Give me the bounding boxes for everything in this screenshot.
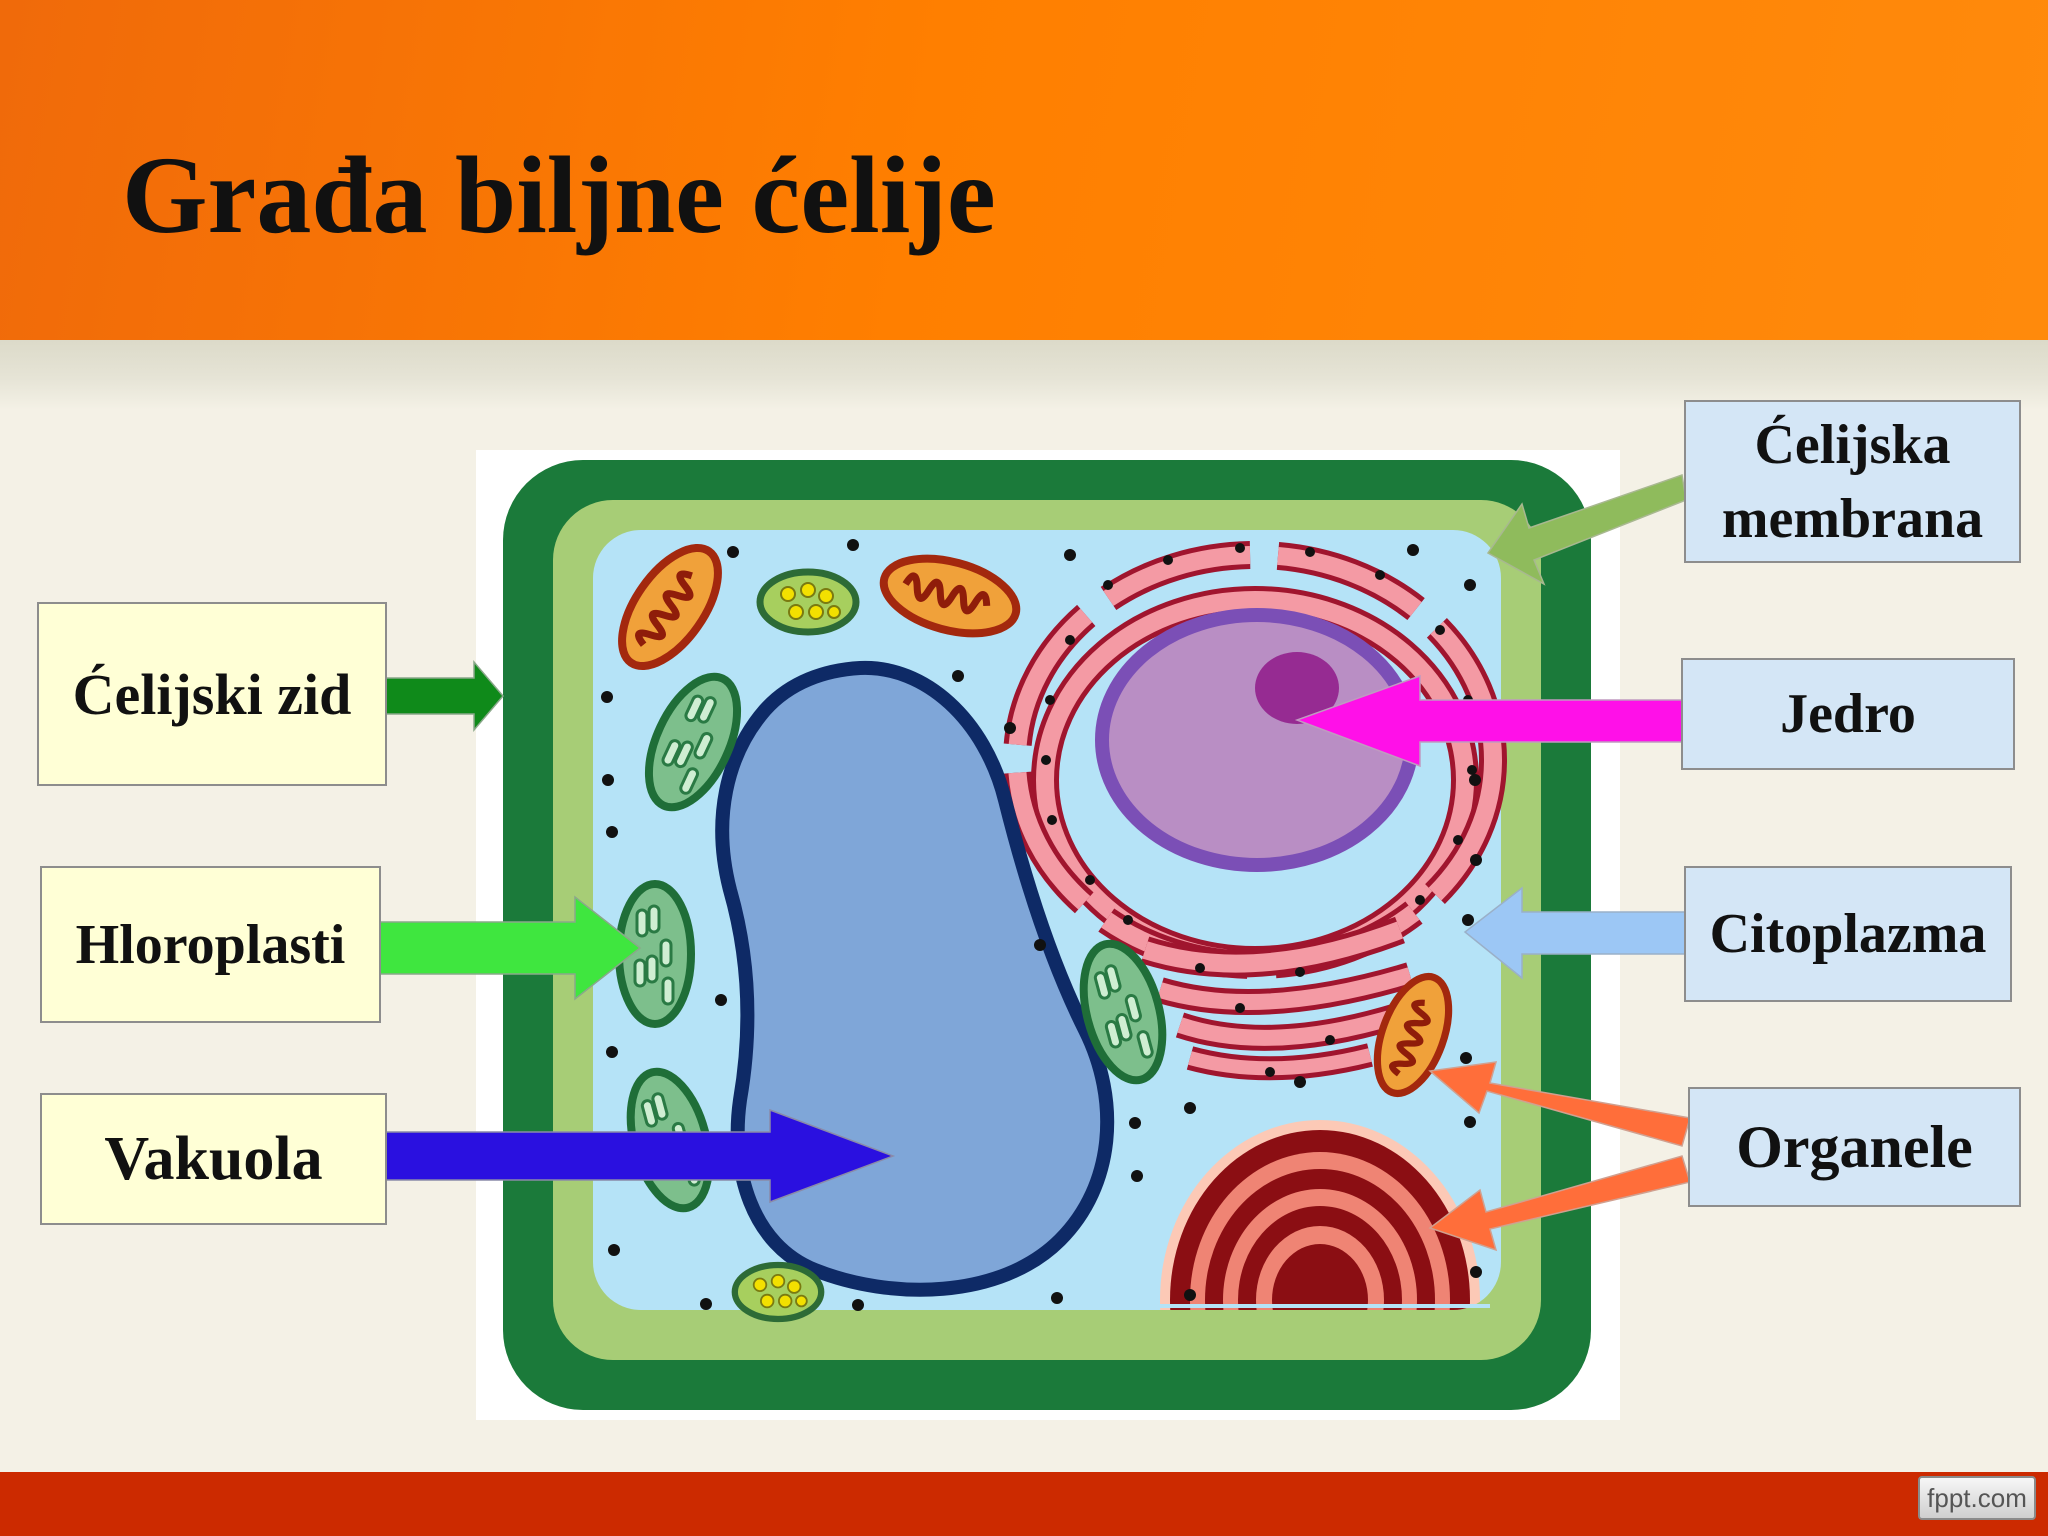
label-nucleus: Jedro <box>1681 658 2015 770</box>
label-cell-wall: Ćelijski zid <box>37 602 387 786</box>
label-chloroplasts-text: Hloroplasti <box>75 913 346 976</box>
endoplasmic-reticulum <box>1003 541 1507 1081</box>
nucleolus <box>1255 652 1339 724</box>
label-cell-membrane-line2: membrana <box>1721 487 1984 550</box>
fppt-logo: fppt.com <box>1918 1476 2036 1520</box>
label-vacuole: Vakuola <box>40 1093 387 1225</box>
arrow-organelles-golgi <box>1428 1155 1691 1252</box>
header-band <box>0 0 2048 340</box>
cytoplasm-granules <box>601 539 1482 1311</box>
slide-title: Građa biljne ćelije <box>122 134 996 256</box>
label-nucleus-text: Jedro <box>1780 683 1916 745</box>
label-vacuole-text: Vakuola <box>104 1124 323 1193</box>
label-cell-wall-text: Ćelijski zid <box>72 661 352 727</box>
arrow-cell-wall <box>385 659 504 733</box>
footer-band <box>0 1472 2048 1536</box>
ribosomes <box>1041 543 1477 1077</box>
arrow-cell-membrane <box>1486 473 1687 586</box>
label-chloroplasts: Hloroplasti <box>40 866 381 1023</box>
arrow-vacuole <box>385 1108 896 1204</box>
golgi-apparatus <box>1160 1120 1480 1310</box>
arrow-organelles-mitochondrion <box>1428 1061 1691 1147</box>
label-organelles: Organele <box>1688 1087 2021 1207</box>
arrow-cytoplasm <box>1463 886 1687 980</box>
label-cytoplasm: Citoplazma <box>1684 866 2012 1002</box>
arrow-chloroplasts <box>379 895 642 1001</box>
arrow-nucleus <box>1294 674 1683 768</box>
label-cytoplasm-text: Citoplazma <box>1709 903 1987 965</box>
header-shadow <box>0 340 2048 410</box>
label-cell-membrane-line1: Ćelijska <box>1754 413 1951 476</box>
label-cell-membrane: Ćelijska membrana <box>1684 400 2021 563</box>
label-organelles-text: Organele <box>1736 1113 1973 1180</box>
